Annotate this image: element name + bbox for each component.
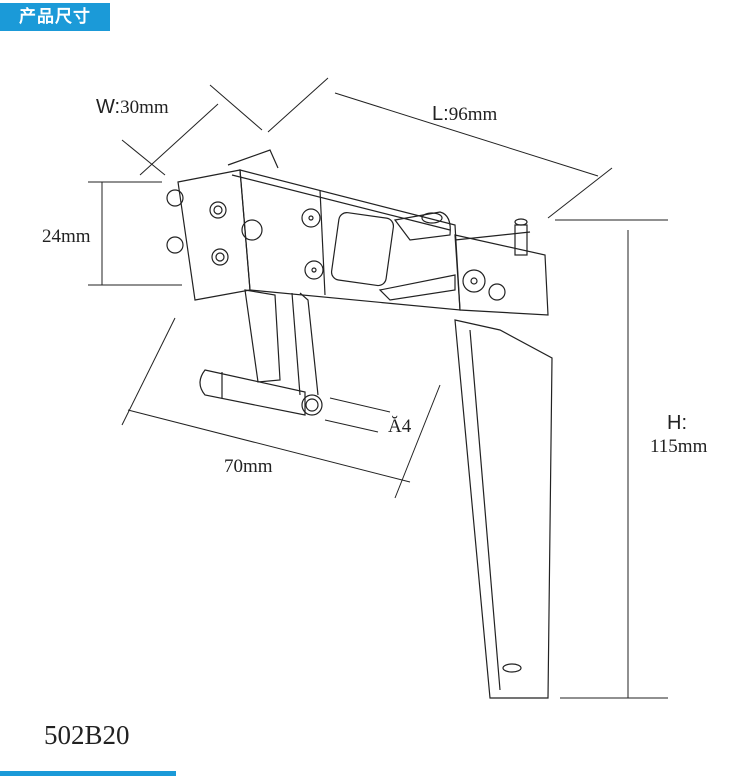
dimension-lines: [88, 77, 668, 699]
height-label: H:: [667, 412, 687, 434]
width-label: W:: [96, 96, 121, 118]
diameter-value: Ă4: [388, 416, 412, 437]
section-title: 产品尺寸: [0, 3, 110, 31]
rudder-blade: [454, 319, 553, 699]
tiller-arm: [199, 289, 323, 416]
footer-accent-bar: [0, 771, 176, 776]
length-dimension: L:96mm: [432, 103, 497, 126]
rudder-head: [454, 218, 549, 316]
depth-value: 24mm: [42, 226, 91, 247]
arm-length-value: 70mm: [224, 456, 273, 477]
length-label: L:: [432, 103, 449, 125]
width-value: 30mm: [120, 97, 169, 118]
transom-bracket: [166, 149, 461, 311]
height-value: 115mm: [650, 436, 708, 457]
length-value: 96mm: [448, 104, 498, 125]
width-dimension: W:30mm: [96, 96, 169, 119]
model-number: 502B20: [44, 720, 130, 750]
